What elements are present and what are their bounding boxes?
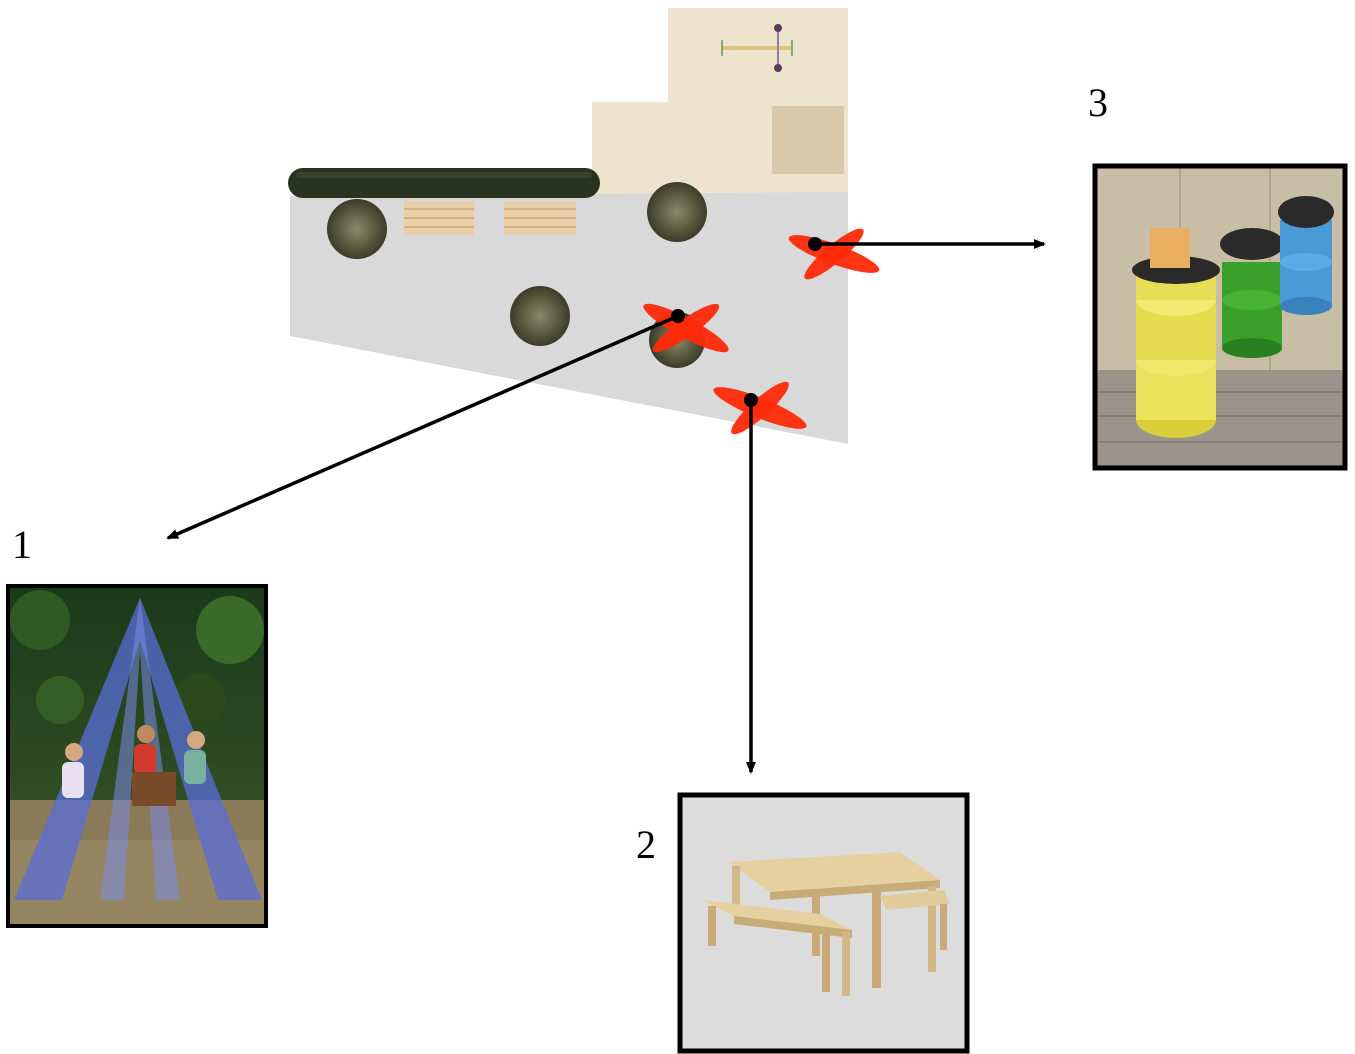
garden-plan	[288, 8, 880, 444]
label-2: 2	[636, 822, 656, 867]
terrace-ornament	[721, 24, 793, 72]
tire-bins-photo	[1092, 163, 1348, 471]
label-3: 3	[1088, 80, 1108, 125]
arrow-to-2	[744, 393, 758, 774]
arrow-to-3	[808, 237, 1046, 251]
picnic-table-photo	[677, 792, 970, 1054]
shrub	[510, 286, 570, 346]
paving-slab	[772, 106, 844, 174]
shrub	[647, 182, 707, 242]
location-marker-1	[643, 303, 729, 353]
arrow-to-1	[166, 309, 685, 540]
planter-box-right	[504, 201, 576, 235]
label-1: 1	[12, 522, 32, 567]
tent-reading-corner-photo	[6, 584, 268, 928]
location-marker-2	[713, 381, 807, 435]
planter-box-left	[404, 201, 474, 235]
shrub	[327, 199, 387, 259]
